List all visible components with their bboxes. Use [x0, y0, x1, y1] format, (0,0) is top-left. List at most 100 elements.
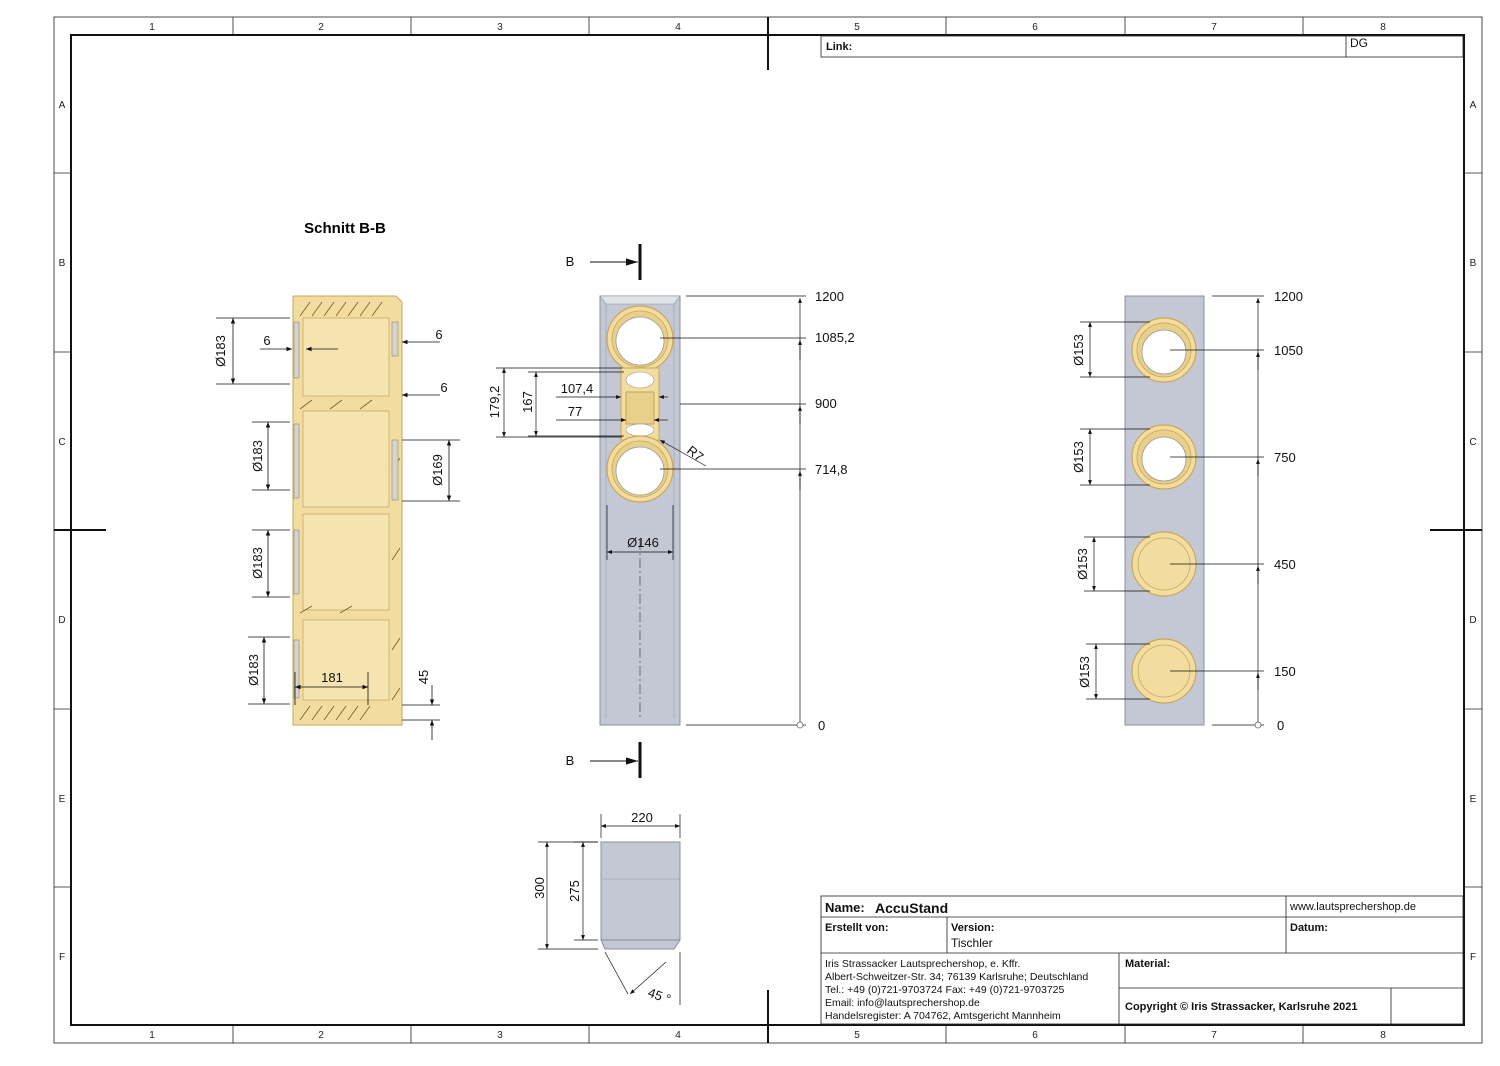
dim-back-1050: 1050: [1274, 343, 1303, 358]
dim-section-d183-c: Ø183: [250, 547, 265, 579]
dim-front-1200: 1200: [815, 289, 844, 304]
back-opening-750: [1131, 424, 1197, 490]
dim-front-r7: R7: [684, 443, 706, 465]
front-dim-labels: 1200 1085,2 900 714,8 0 179,2 167 107,4 …: [487, 289, 855, 733]
side-view: [600, 841, 681, 950]
tb-address-4: Email: info@lautsprechershop.de: [825, 997, 980, 1009]
dim-back-1200: 1200: [1274, 289, 1303, 304]
zone-col-7-top: 7: [1211, 22, 1217, 33]
tb-date-label: Datum:: [1290, 922, 1328, 934]
dim-section-d183-b: Ø183: [250, 440, 265, 472]
back-origin-marker: [1254, 721, 1262, 729]
dim-section-d183-a: Ø183: [213, 335, 228, 367]
tb-address-5: Handelsregister: A 704762, Amtsgericht M…: [825, 1010, 1061, 1022]
dim-back-d153-c: Ø153: [1075, 548, 1090, 580]
zone-labels: 1 2 3 4 5 6 7 8 1 2 3 4 5 6 7 8 A B C D …: [58, 22, 1476, 1041]
front-origin-marker: [796, 721, 804, 729]
section-chamber-2: [302, 410, 390, 508]
dim-back-750: 750: [1274, 450, 1296, 465]
section-marker-bottom: B: [566, 753, 575, 768]
zone-col-2-bottom: 2: [318, 1030, 324, 1041]
section-dimensions: [216, 317, 460, 740]
tb-version-value: Tischler: [951, 936, 993, 950]
back-opening-150: [1131, 638, 1197, 704]
dim-back-d153-d: Ø153: [1077, 656, 1092, 688]
section-marker-top: B: [566, 254, 575, 269]
dim-side-275: 275: [567, 880, 582, 902]
tb-copyright: Copyright © Iris Strassacker, Karlsruhe …: [1125, 1001, 1358, 1013]
side-panel: [600, 841, 681, 950]
dim-front-179: 179,2: [487, 386, 502, 419]
dim-front-167: 167: [520, 391, 535, 413]
tb-name-label: Name:: [825, 900, 865, 915]
section-chamber-1: [302, 317, 390, 397]
zone-col-5-top: 5: [854, 22, 860, 33]
section-driver-stubs: [293, 321, 399, 699]
tb-website: www.lautsprechershop.de: [1289, 901, 1416, 913]
zone-row-a-left: A: [59, 100, 66, 111]
dg-label: DG: [1350, 36, 1368, 50]
zone-row-b-left: B: [59, 258, 66, 269]
section-markers: B B: [566, 244, 642, 778]
zone-row-c-left: C: [58, 437, 65, 448]
zone-row-b-right: B: [1470, 258, 1477, 269]
side-dim-labels: 220 300 275 45 °: [532, 810, 673, 1007]
tb-address-3: Tel.: +49 (0)721-9703724 Fax: +49 (0)721…: [825, 984, 1064, 996]
dim-front-d146: Ø146: [627, 535, 659, 550]
dim-back-d153-a: Ø153: [1071, 334, 1086, 366]
front-woofer-top: [606, 305, 674, 373]
dim-side-300: 300: [532, 877, 547, 899]
dim-front-107: 107,4: [561, 381, 594, 396]
zone-row-e-left: E: [59, 794, 66, 805]
zone-col-6-top: 6: [1032, 22, 1038, 33]
front-view: [599, 295, 681, 726]
zone-col-5-bottom: 5: [854, 1030, 860, 1041]
dim-back-150: 150: [1274, 664, 1296, 679]
tb-version-label: Version:: [951, 922, 994, 934]
dim-front-0: 0: [818, 718, 825, 733]
section-body: [292, 295, 403, 726]
tb-address-1: Iris Strassacker Lautsprechershop, e. Kf…: [825, 958, 1020, 970]
front-tweeter: [620, 367, 660, 441]
zone-col-3-bottom: 3: [497, 1030, 503, 1041]
zone-row-f-left: F: [59, 952, 65, 963]
zone-col-4-top: 4: [675, 22, 681, 33]
dim-section-six-a: 6: [263, 333, 270, 348]
dim-side-220: 220: [631, 810, 653, 825]
section-chamber-3: [302, 513, 390, 611]
front-woofer-bottom: [606, 435, 674, 503]
dim-section-six-b: 6: [435, 327, 442, 342]
zone-col-8-bottom: 8: [1380, 1030, 1386, 1041]
zone-col-2-top: 2: [318, 22, 324, 33]
zone-row-d-right: D: [1469, 615, 1476, 626]
zone-col-1-bottom: 1: [149, 1030, 155, 1041]
dim-front-1085: 1085,2: [815, 330, 855, 345]
dim-front-714: 714,8: [815, 462, 848, 477]
zone-col-7-bottom: 7: [1211, 1030, 1217, 1041]
title-block: Name: AccuStand www.lautsprechershop.de …: [820, 895, 1464, 1025]
back-dim-labels: 1200 1050 750 450 150 0 Ø153 Ø153 Ø153 Ø…: [1071, 289, 1303, 733]
back-view: [1124, 295, 1205, 726]
zone-col-3-top: 3: [497, 22, 503, 33]
section-hatching: [299, 301, 401, 721]
dim-section-h45: 45: [416, 670, 431, 684]
zone-row-c-right: C: [1469, 437, 1476, 448]
section-view: Schnitt B-B: [292, 220, 403, 726]
tb-address-2: Albert-Schweitzer-Str. 34; 76139 Karlsru…: [825, 971, 1088, 983]
back-opening-450: [1131, 531, 1197, 597]
section-chamber-4: [302, 619, 390, 701]
tb-material-label: Material:: [1125, 958, 1170, 970]
zone-col-1-top: 1: [149, 22, 155, 33]
dim-section-w181: 181: [321, 670, 343, 685]
zone-col-8-top: 8: [1380, 22, 1386, 33]
dim-section-six-c: 6: [440, 380, 447, 395]
dim-section-d169: Ø169: [430, 454, 445, 486]
zone-ticks: [54, 17, 1482, 1043]
zone-row-d-left: D: [58, 615, 65, 626]
side-dimensions: [538, 814, 681, 1005]
dim-back-450: 450: [1274, 557, 1296, 572]
section-title: Schnitt B-B: [304, 220, 386, 237]
link-label: Link:: [826, 41, 852, 53]
front-dimensions: [496, 295, 806, 726]
